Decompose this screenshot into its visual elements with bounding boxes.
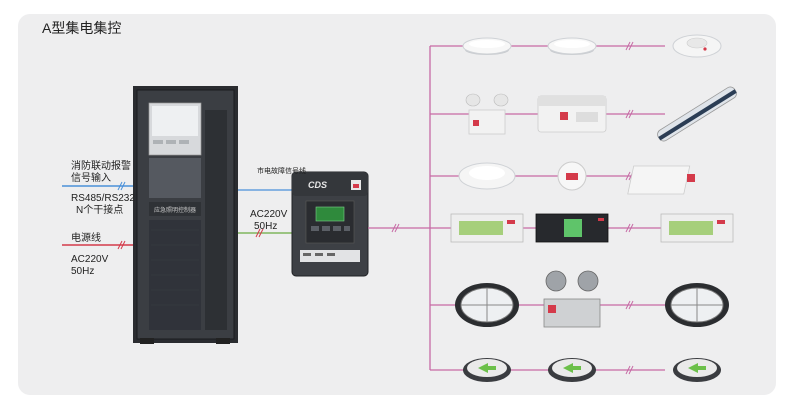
ac-break-mark — [255, 228, 264, 238]
tube-light-icon — [657, 86, 737, 142]
device-row — [430, 358, 721, 382]
diagram-title: A型集电集控 — [42, 20, 122, 36]
device-row — [430, 86, 737, 142]
power-frequency-label: 50Hz — [71, 266, 95, 277]
round-floor-arrow-icon — [463, 358, 511, 382]
twin-spot-emergency-light-icon — [465, 93, 509, 135]
device-row — [430, 34, 722, 58]
smoke-detector-icon — [672, 34, 722, 58]
square-emergency-light-icon — [627, 165, 695, 195]
device-row — [430, 270, 729, 328]
ceiling-light-icon — [458, 162, 516, 190]
distributor-frequency-label: 50Hz — [254, 221, 278, 232]
explosion-proof-twin-light-icon — [543, 270, 601, 328]
comm-label-line1: RS485/RS232 — [71, 193, 135, 204]
downlight-icon — [547, 37, 597, 55]
downlight-icon — [462, 37, 512, 55]
device-row — [430, 213, 734, 243]
output-break-mark — [391, 223, 400, 233]
round-floor-arrow-icon — [548, 358, 596, 382]
exit-sign-icon — [660, 213, 734, 243]
distributor-brand: CDS — [308, 180, 327, 190]
exit-sign-icon — [450, 213, 524, 243]
round-light-icon — [557, 161, 587, 191]
emergency-strip-light-icon — [537, 95, 607, 133]
signal-break-mark — [117, 181, 126, 191]
fire-alarm-input-label-line1: 消防联动报警 — [71, 161, 131, 172]
black-exit-sign-icon — [535, 213, 609, 243]
device-rows — [430, 34, 737, 382]
comm-label-line2: N个干接点 — [76, 205, 124, 216]
cabinet-panel-text: 应急照明控制器 — [154, 206, 196, 214]
device-row — [430, 161, 695, 195]
power-line-label: 电源线 — [71, 233, 101, 244]
distributor-voltage-label: AC220V — [250, 209, 288, 220]
power-break-mark — [117, 240, 126, 250]
mains-fault-signal-label: 市电故障信号线 — [257, 168, 306, 175]
power-voltage-label: AC220V — [71, 254, 109, 265]
fire-alarm-input-label-line2: 信号输入 — [71, 173, 111, 184]
round-floor-arrow-icon — [673, 358, 721, 382]
emergency-lighting-controller-cabinet: 应急照明控制器 — [133, 86, 238, 344]
bulkhead-light-icon — [455, 283, 519, 327]
bulkhead-light-icon — [665, 283, 729, 327]
distribution-box: CDS — [291, 171, 369, 277]
